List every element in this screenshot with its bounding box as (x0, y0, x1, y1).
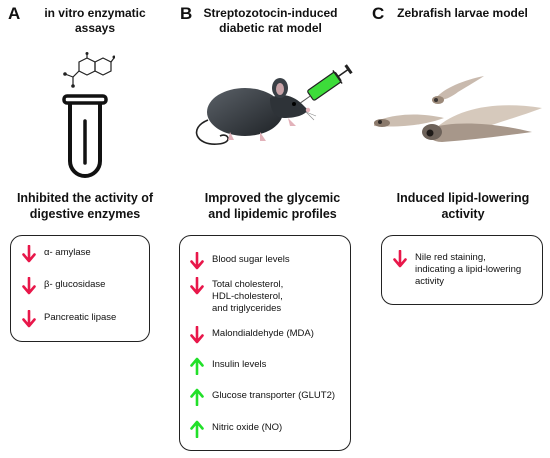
effect-label: Pancreatic lipase (44, 312, 117, 323)
panel-b-letter: B (180, 4, 193, 23)
effect-label: Insulin levels (212, 359, 267, 370)
effect-label: Nile red staining, indicating a lipid-lo… (415, 252, 522, 287)
effect-item: Glucose transporter (GLUT2) (190, 388, 335, 406)
panel-a-subtitle: Inhibited the activity of digestive enzy… (16, 191, 154, 221)
effect-label: α- amylase (44, 247, 91, 258)
effect-item: Nile red staining, indicating a lipid-lo… (393, 250, 521, 288)
panel-b-subtitle: Improved the glycemic and lipidemic prof… (204, 191, 341, 221)
rat-icon (195, 78, 317, 145)
zebrafish-icon (374, 76, 542, 142)
syringe-icon (300, 64, 353, 104)
effect-item: β- glucosidase (22, 277, 105, 295)
effect-item: Total cholesterol, HDL-cholesterol, and … (190, 277, 283, 315)
effect-label: β- glucosidase (44, 279, 106, 290)
down-arrow-icon (22, 245, 36, 263)
effect-item: Insulin levels (190, 357, 266, 375)
panel-b-effects-box (179, 235, 351, 451)
effect-item: Nitric oxide (NO) (190, 420, 282, 438)
down-arrow-icon (190, 277, 204, 295)
test-tube-icon (62, 94, 108, 178)
effect-item: Pancreatic lipase (22, 310, 116, 328)
molecule-icon (63, 52, 115, 88)
down-arrow-icon (190, 326, 204, 344)
effect-item: α- amylase (22, 245, 91, 263)
effect-label: Malondialdehyde (MDA) (212, 328, 314, 339)
down-arrow-icon (190, 252, 204, 270)
down-arrow-icon (393, 250, 407, 268)
panel-c-effects-box (381, 235, 543, 305)
down-arrow-icon (22, 277, 36, 295)
effect-item: Blood sugar levels (190, 252, 290, 270)
effect-label: Blood sugar levels (212, 254, 290, 265)
up-arrow-icon (190, 357, 204, 375)
effect-label: Total cholesterol, HDL-cholesterol, and … (212, 279, 284, 314)
up-arrow-icon (190, 420, 204, 438)
up-arrow-icon (190, 388, 204, 406)
effect-label: Nitric oxide (NO) (212, 422, 283, 433)
panel-b-title: Streptozotocin-induced diabetic rat mode… (203, 6, 338, 35)
panel-a-letter: A (8, 4, 21, 23)
effect-item: Malondialdehyde (MDA) (190, 326, 314, 344)
panel-c-title: Zebrafish larvae model (397, 6, 528, 20)
effect-label: Glucose transporter (GLUT2) (212, 390, 336, 401)
panel-c-letter: C (372, 4, 385, 23)
panel-a-title: in vitro enzymatic assays (44, 6, 146, 35)
panel-c-subtitle: Induced lipid-lowering activity (396, 191, 530, 221)
down-arrow-icon (22, 310, 36, 328)
